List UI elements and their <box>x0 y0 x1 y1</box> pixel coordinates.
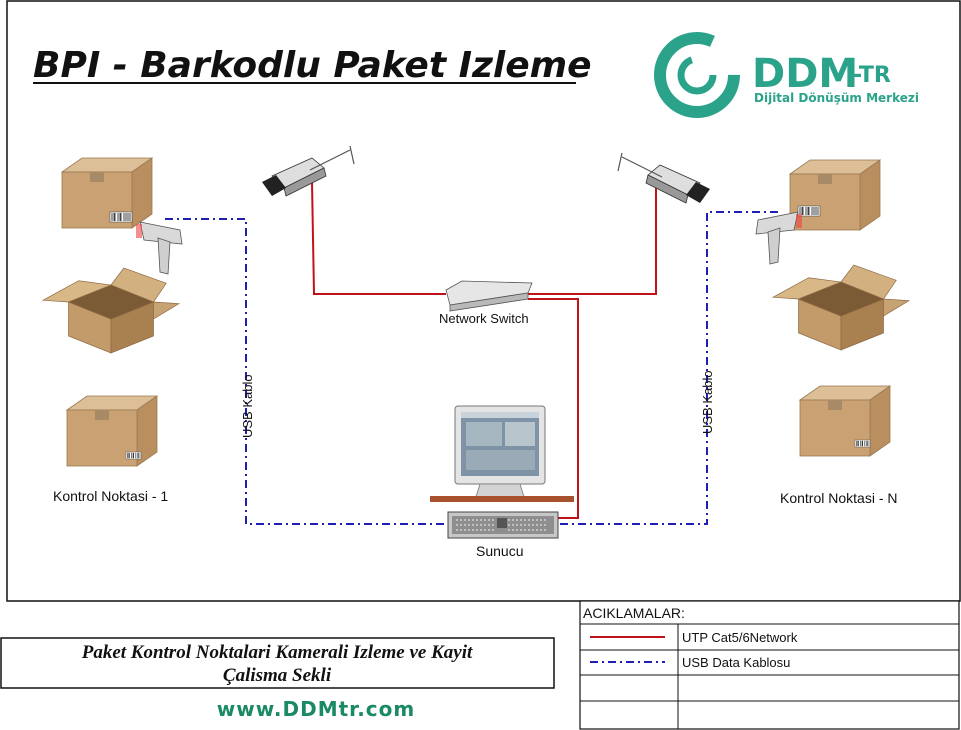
website-link[interactable]: www.DDMtr.com <box>217 697 415 721</box>
logo-ring-icon <box>654 32 740 118</box>
legend-table: ACIKLAMALAR: UTP Cat5/6Network USB Data … <box>579 600 960 730</box>
page-title: BPI - Barkodlu Paket Izleme <box>33 45 592 86</box>
camera-left-icon <box>261 145 355 197</box>
network-switch-icon <box>445 280 533 312</box>
server-icon <box>447 511 559 539</box>
logo-suffix: -TR <box>853 63 891 88</box>
caption-line-2: Çalisma Sekli <box>223 665 332 686</box>
monitor-icon <box>454 405 546 501</box>
caption-box <box>0 637 555 689</box>
station-left-label: Kontrol Noktasi - 1 <box>53 488 168 504</box>
closed-box-icon <box>61 157 153 229</box>
closed-box-icon <box>66 395 158 467</box>
barcode-icon <box>125 451 142 460</box>
barcode-scanner-icon <box>135 221 183 275</box>
barcode-icon <box>854 439 871 448</box>
usb-label-right: USB Kablo <box>700 370 715 434</box>
camera-right-icon <box>617 152 711 204</box>
network-cable-server <box>528 298 579 519</box>
open-box-icon <box>42 267 180 354</box>
usb-label-left: USB Kablo <box>240 374 255 438</box>
caption-line-1: Paket Kontrol Noktalari Kamerali Izleme … <box>81 642 473 663</box>
network-cables <box>311 181 657 519</box>
logo-tagline: Dijital Dönüşüm Merkezi <box>754 91 919 105</box>
desk-shelf <box>430 496 574 502</box>
network-cable-left <box>311 181 446 295</box>
switch-label: Network Switch <box>439 311 529 326</box>
usb-cables <box>165 211 778 525</box>
diagram-frame <box>6 0 961 602</box>
legend-label-usb: USB Data Kablosu <box>682 655 790 670</box>
logo-brand: DDM <box>752 51 858 97</box>
closed-box-icon <box>799 385 891 457</box>
usb-cable-right <box>558 211 778 525</box>
station-right-label: Kontrol Noktasi - N <box>780 490 897 506</box>
ddm-logo: DDM -TR Dijital Dönüşüm Merkezi <box>654 32 919 118</box>
closed-box-icon <box>789 159 881 231</box>
network-cable-right <box>528 188 657 295</box>
barcode-icon <box>109 211 133 223</box>
legend-label-network: UTP Cat5/6Network <box>682 630 798 645</box>
open-box-icon <box>772 264 910 351</box>
barcode-scanner-icon <box>755 211 803 265</box>
legend-header: ACIKLAMALAR: <box>583 605 685 621</box>
usb-cable-left <box>165 218 448 525</box>
server-label: Sunucu <box>476 543 523 559</box>
